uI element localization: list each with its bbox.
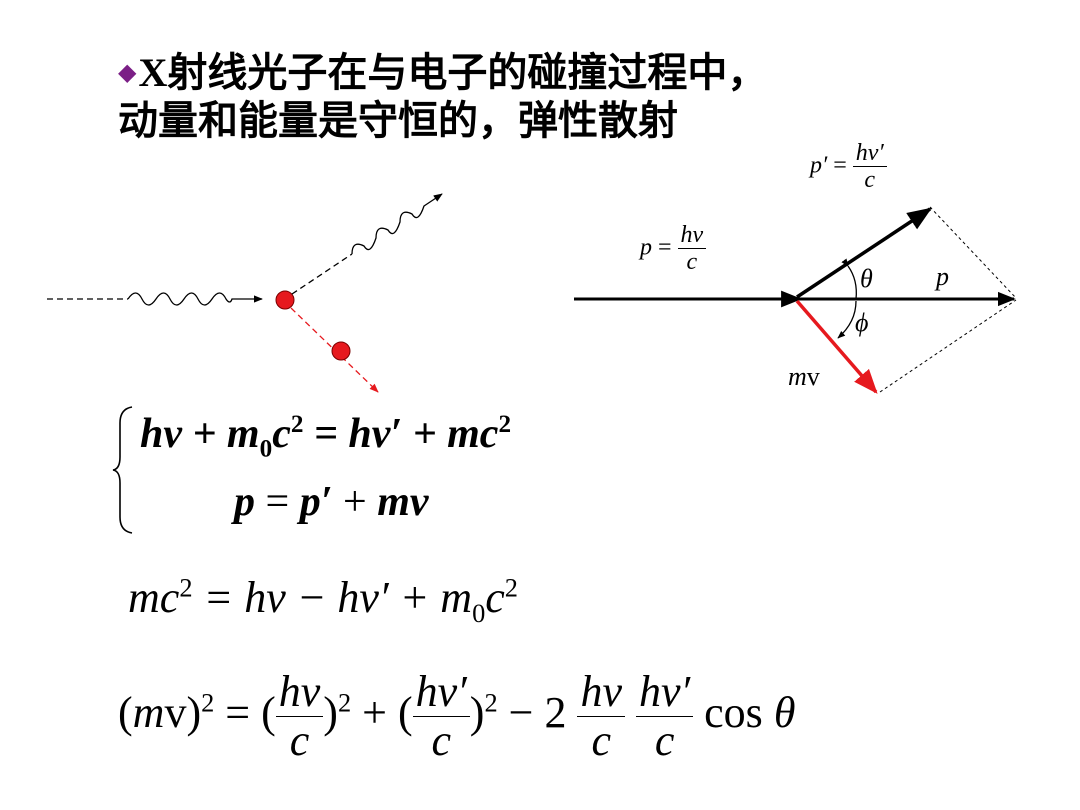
momentum-cosine-law-equation: ((mmv)2 = (hνc)2 + (hν′c)2 − 2 hνc hν′c … — [118, 667, 796, 766]
scattered-photon-dash — [291, 253, 353, 295]
label-mv: mv — [788, 362, 820, 391]
energy-conservation-equation: hν + m0c2 = hν′ + mc2 — [140, 411, 512, 463]
theta-arc — [841, 258, 857, 300]
title-line-2: 动量和能量是守恒的，弹性散射 — [118, 98, 678, 144]
electron-after — [331, 341, 351, 361]
title-line1-text: 射线光子在与电子的碰撞过程中， — [167, 50, 768, 96]
electron-momentum-vector — [795, 299, 878, 394]
scattered-photon-wave — [351, 193, 443, 255]
label-p: p — [936, 262, 949, 291]
label-p-prime: p′ = hν′c — [810, 140, 887, 194]
label-phi: ϕ — [855, 308, 869, 337]
parallelogram-side-top — [929, 206, 1017, 299]
label-theta: θ — [860, 264, 873, 293]
title-x: X — [138, 50, 168, 95]
phi-arc — [837, 300, 857, 339]
energy-rearranged-equation: mc2 = hν − hν′ + m0c2 — [128, 572, 518, 628]
incoming-photon-wave — [127, 292, 263, 306]
momentum-conservation-equation: p = p′ + mv — [234, 479, 429, 525]
scattered-momentum-vector — [796, 207, 933, 299]
electron-before — [275, 290, 295, 310]
bullet-icon: ◆ — [118, 58, 137, 86]
title-line-1: ◆X射线光子在与电子的碰撞过程中， — [118, 48, 767, 97]
slide-title: ◆X射线光子在与电子的碰撞过程中， 动量和能量是守恒的，弹性散射 — [118, 48, 767, 145]
parallelogram-side-bottom — [879, 299, 1017, 393]
system-brace — [112, 406, 133, 534]
